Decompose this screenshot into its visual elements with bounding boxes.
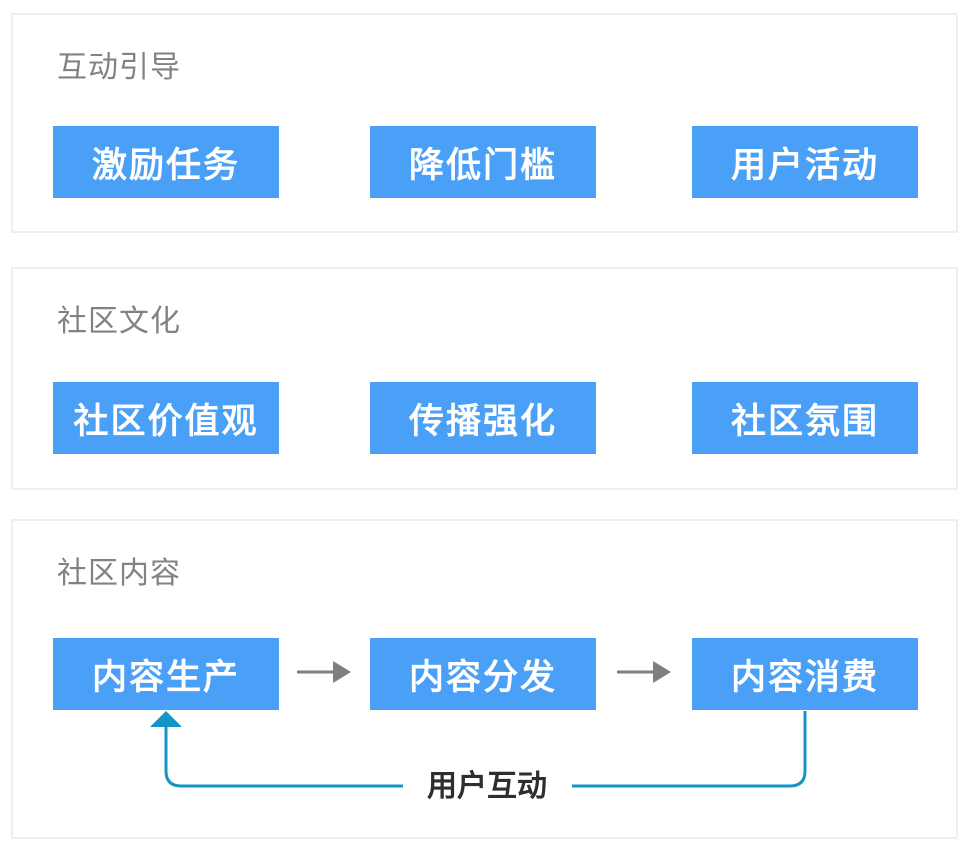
arrow-up-icon — [150, 711, 182, 727]
node-lower-threshold[interactable]: 降低门槛 — [370, 126, 596, 198]
node-content-production[interactable]: 内容生产 — [53, 638, 279, 710]
section-interaction-guidance: 互动引导 激励任务 降低门槛 用户活动 — [11, 13, 958, 233]
section-community-culture: 社区文化 社区价值观 传播强化 社区氛围 — [11, 267, 958, 490]
arrow-right-icon — [617, 661, 671, 683]
node-community-values[interactable]: 社区价值观 — [53, 382, 279, 454]
node-incentive-task[interactable]: 激励任务 — [53, 126, 279, 198]
section-title: 社区文化 — [57, 305, 181, 338]
arrow-right-icon — [297, 661, 351, 683]
node-spread-reinforcement[interactable]: 传播强化 — [370, 382, 596, 454]
node-content-consumption[interactable]: 内容消费 — [692, 638, 918, 710]
section-community-content: 社区内容 内容生产 内容分发 内容消费 用户互动 — [11, 519, 958, 839]
node-content-distribution[interactable]: 内容分发 — [370, 638, 596, 710]
node-user-activity[interactable]: 用户活动 — [692, 126, 918, 198]
node-community-atmosphere[interactable]: 社区氛围 — [692, 382, 918, 454]
section-title: 社区内容 — [57, 557, 181, 590]
feedback-loop-label: 用户互动 — [427, 770, 547, 803]
section-title: 互动引导 — [57, 51, 181, 84]
